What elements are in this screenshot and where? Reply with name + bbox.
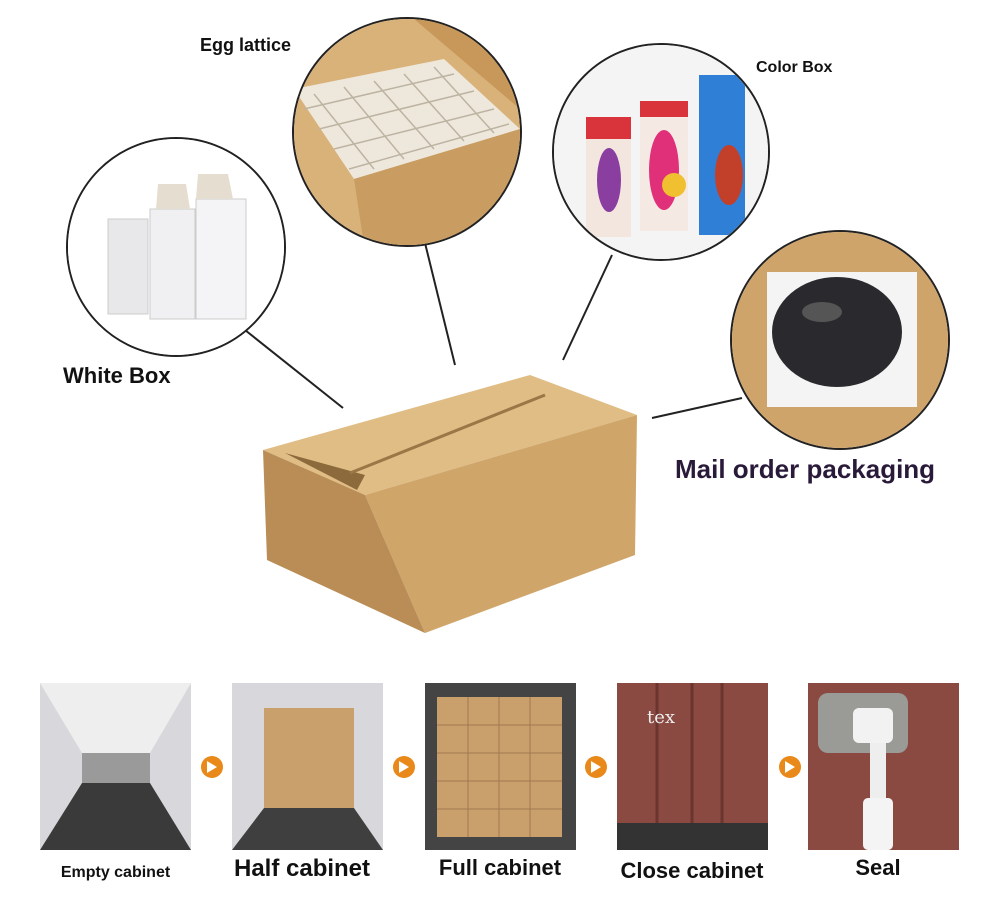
seal-photo	[808, 683, 959, 850]
step-label: Seal	[855, 855, 901, 880]
half-cabinet-photo	[232, 683, 383, 850]
arrow-right-icon	[585, 756, 607, 778]
full-cabinet-photo	[425, 683, 576, 850]
connector-lines	[244, 242, 743, 419]
white-box-image	[66, 137, 286, 357]
arrow-right-icon	[779, 756, 801, 778]
mail-order-packaging-image	[730, 230, 950, 450]
step-label: Empty cabinet	[60, 864, 171, 881]
egg-lattice-label: Egg lattice	[200, 35, 292, 55]
step-label: Half cabinet	[233, 855, 371, 882]
cardboard-box-illustration	[263, 375, 637, 633]
step-label: Close cabinet	[620, 858, 764, 883]
empty-cabinet-photo	[40, 683, 191, 850]
egg-lattice-image	[292, 17, 522, 247]
color-box-label: Color Box	[756, 59, 833, 76]
mail-order-label: Mail order packaging	[675, 454, 936, 484]
step-label: Full cabinet	[438, 855, 562, 880]
svg-text:tex: tex	[647, 707, 675, 728]
arrow-right-icon	[201, 756, 223, 778]
color-box-image	[552, 43, 770, 261]
close-cabinet-photo: tex	[617, 683, 768, 850]
arrow-right-icon	[393, 756, 415, 778]
white-box-label: White Box	[63, 363, 171, 388]
